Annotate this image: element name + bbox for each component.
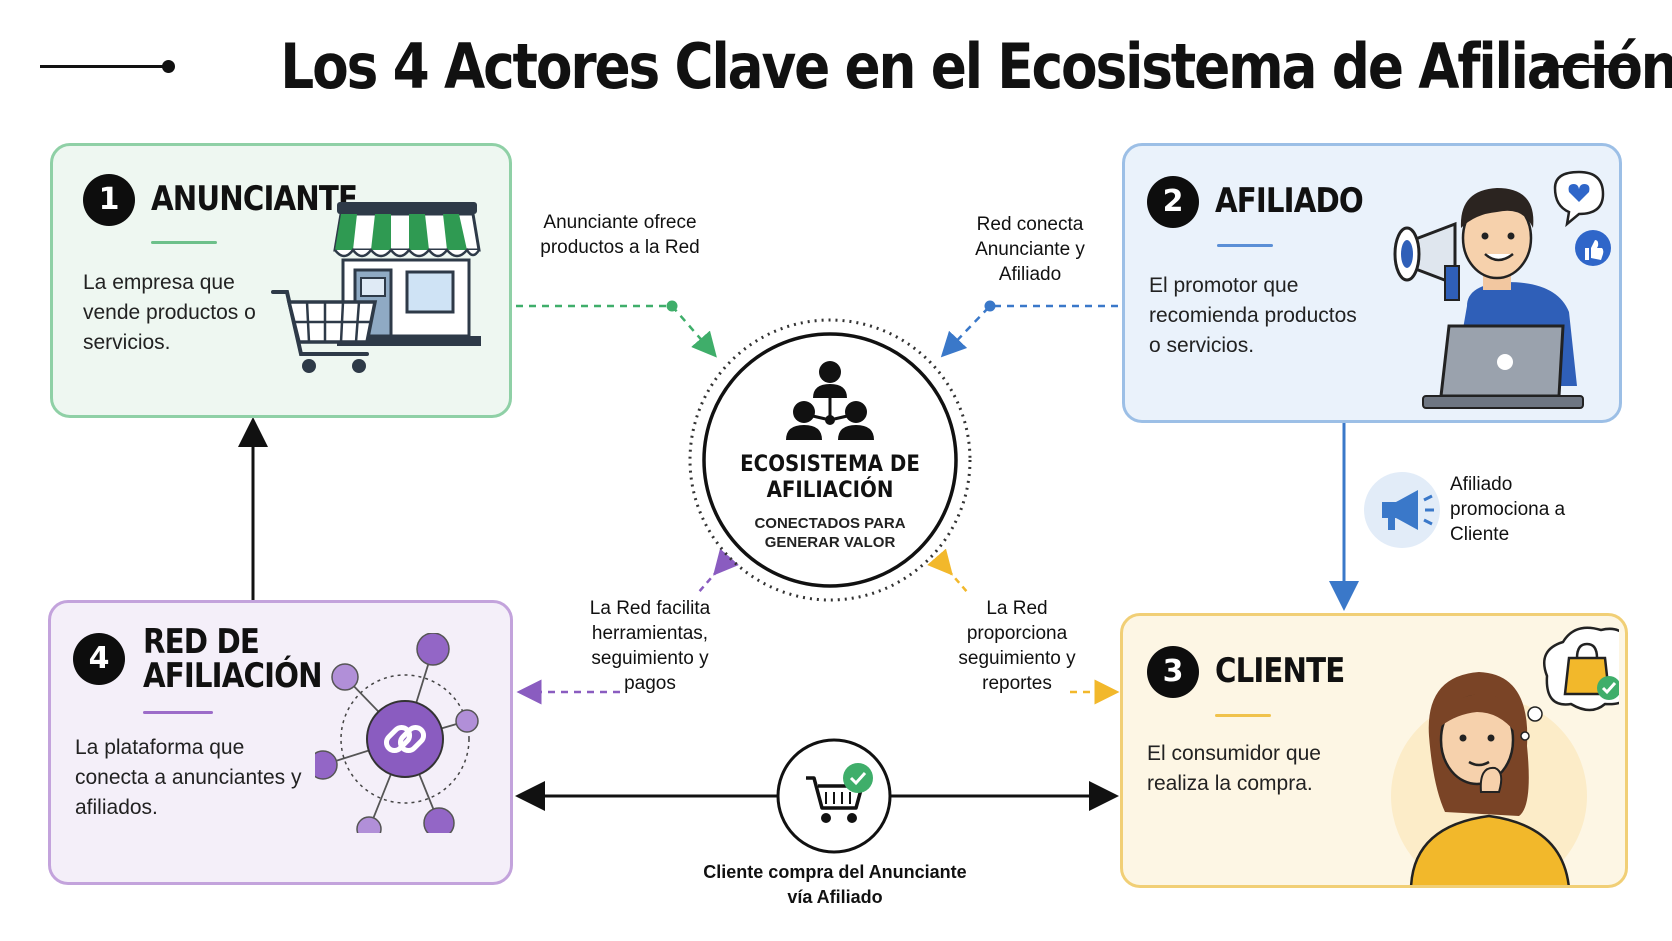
title-dot-left: [162, 60, 175, 73]
cart-checkmark-icon: [776, 738, 892, 854]
hub-outer-ring: [688, 318, 972, 602]
label-network-tools: La Red facilita herramientas, seguimient…: [589, 598, 711, 694]
megaphone-badge-icon: [1364, 472, 1440, 548]
label-affiliate-to-client: Afiliado promociona a Cliente: [1450, 474, 1566, 545]
card-number: 3: [1147, 646, 1199, 698]
link-network-icon: [315, 633, 479, 833]
card-number: 1: [83, 174, 135, 226]
title-line-left: [40, 65, 168, 68]
card-accent: [143, 711, 213, 714]
hub-title: ECOSISTEMA DE AFILIACIÓN: [740, 452, 920, 503]
label-advertiser-to-hub: Anunciante ofrece productos a la Red: [540, 212, 700, 258]
card-description: El consumidor que realiza la compra.: [1147, 742, 1321, 795]
card-affiliate: 2 AFILIADO El promotor que recomienda pr…: [1122, 143, 1622, 423]
card-title: RED DE AFILIACIÓN: [143, 622, 323, 696]
card-advertiser: 1 ANUNCIANTE La empresa que vende produc…: [50, 143, 512, 418]
card-accent: [151, 241, 217, 244]
arrow-affiliate-to-hub: [940, 300, 1118, 358]
card-description: La plataforma que conecta a anunciantes …: [75, 736, 302, 819]
title-line-right: [1550, 65, 1638, 68]
label-network-reports: La Red proporciona seguimiento y reporte…: [958, 598, 1076, 694]
network-people-icon: [786, 361, 874, 440]
customer-thinking-icon: [1391, 626, 1619, 885]
card-client: 3 CLIENTE El consumidor que realiza la c…: [1120, 613, 1628, 888]
label-hub-from-affiliate: Red conecta Anunciante y Afiliado: [975, 214, 1085, 285]
card-title: CLIENTE: [1215, 651, 1345, 691]
title-dot-right: [1543, 60, 1556, 73]
card-description: El promotor que recomienda productos o s…: [1149, 274, 1357, 357]
card-title: AFILIADO: [1215, 181, 1364, 221]
label-client-purchase: Cliente compra del Anunciante vía Afilia…: [703, 862, 967, 907]
arrow-hub-to-client: [927, 548, 1120, 705]
hub-inner-ring: [702, 332, 958, 588]
card-number: 2: [1147, 176, 1199, 228]
card-title: ANUNCIANTE: [151, 179, 358, 219]
hub-subtitle: CONECTADOS PARA GENERAR VALOR: [754, 515, 906, 551]
card-number: 4: [73, 633, 125, 685]
card-network: 4 RED DE AFILIACIÓN La plataforma que co…: [48, 600, 513, 885]
card-accent: [1217, 244, 1273, 247]
promoter-megaphone-icon: [1393, 170, 1611, 409]
arrow-advertiser-to-hub: [516, 300, 717, 358]
card-description: La empresa que vende productos o servici…: [83, 271, 256, 354]
storefront-cart-icon: [271, 202, 481, 373]
card-accent: [1215, 714, 1271, 717]
arrow-hub-to-network: [516, 548, 739, 705]
